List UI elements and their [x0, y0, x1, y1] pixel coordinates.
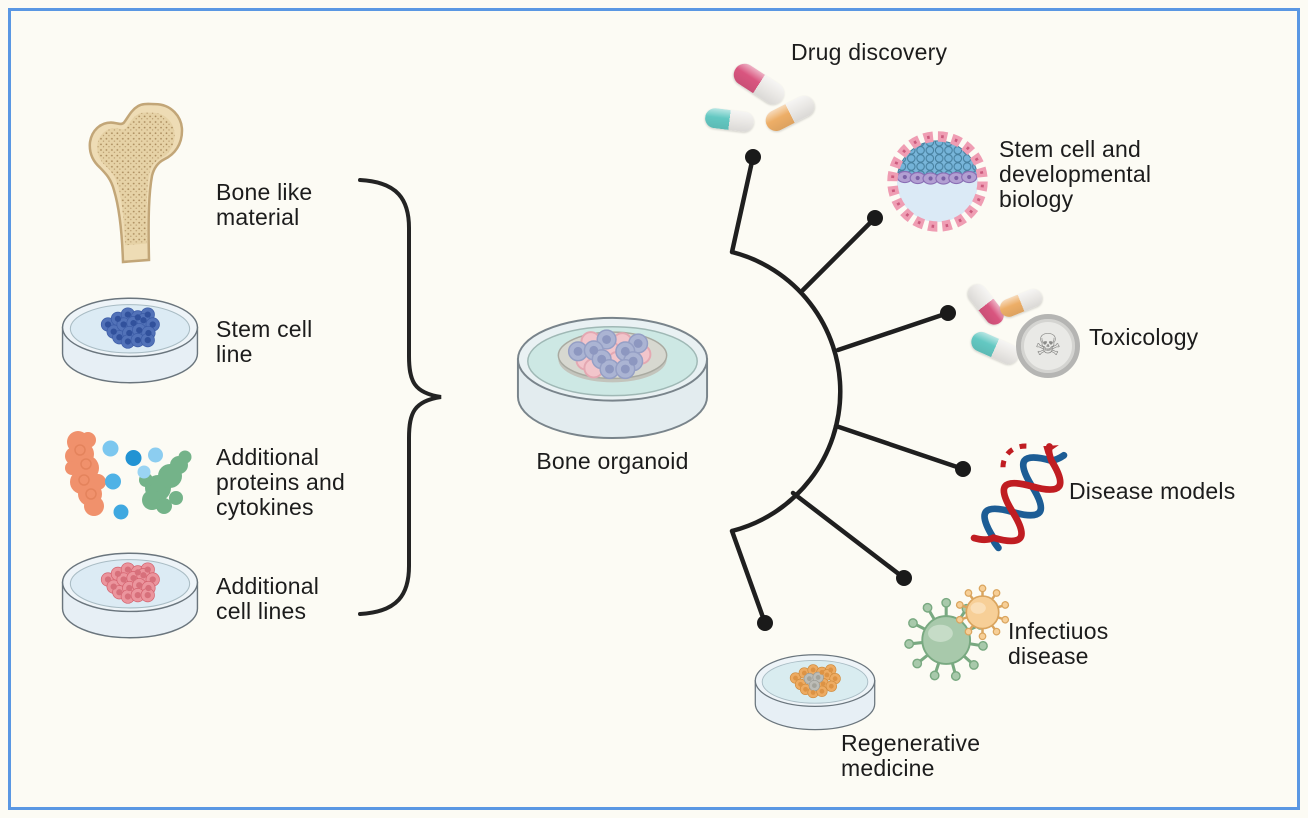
blue-cells [100, 307, 160, 349]
input-label-bone-material: Bone like material [216, 179, 313, 230]
app-label-toxicology: Toxicology [1089, 324, 1199, 350]
organoid-dish-icon [516, 316, 709, 439]
app-label-drug-discovery: Drug discovery [791, 39, 948, 65]
fan-arc [731, 249, 843, 534]
regenerative-dish-icon [754, 654, 876, 731]
virus-orange [955, 584, 1010, 641]
input-label-cell-lines: Additional cell lines [216, 573, 320, 624]
app-label-disease-models: Disease models [1069, 478, 1236, 504]
dna-icon [970, 443, 1068, 552]
protein-orange-blob [65, 431, 106, 516]
app-label-stem-cell-biology: Stem cell and developmental biology [999, 136, 1152, 212]
red-cells [100, 562, 160, 604]
organoid-cells [567, 329, 652, 380]
dna-arrow-tip [1043, 445, 1059, 455]
orange-cells [789, 664, 841, 699]
dna-red-strand [970, 443, 1064, 545]
pill-pink-icon [729, 59, 789, 109]
input-label-proteins-cytokines: Additional proteins and cytokines [216, 444, 345, 520]
brace [358, 178, 442, 616]
virus-icon [904, 584, 1010, 681]
proteins-cytokines-icon [65, 431, 192, 520]
app-label-infectious-disease: Infectiuos disease [1008, 618, 1109, 669]
pill-teal-icon [703, 107, 756, 133]
skull-glyph: ☠ [1034, 329, 1062, 362]
cytokine-dots [102, 440, 163, 520]
bone-icon [88, 102, 184, 264]
blastocyst-icon [887, 131, 988, 232]
app-label-regenerative-medicine: Regenerative medicine [841, 730, 981, 781]
cell-lines-dish-icon [61, 552, 199, 639]
blastocyst-purple-cells [896, 170, 978, 185]
skull-crossbones-icon: ☠ [1016, 314, 1080, 378]
dna-mutation-dashes [1000, 443, 1027, 469]
stem-cell-dish-icon [61, 297, 199, 384]
center-label-bone-organoid: Bone organoid [536, 448, 689, 474]
protein-green-blob [139, 450, 192, 514]
pill-teal-white-icon [968, 328, 1022, 368]
input-label-stem-cell-line: Stem cell line [216, 316, 313, 367]
